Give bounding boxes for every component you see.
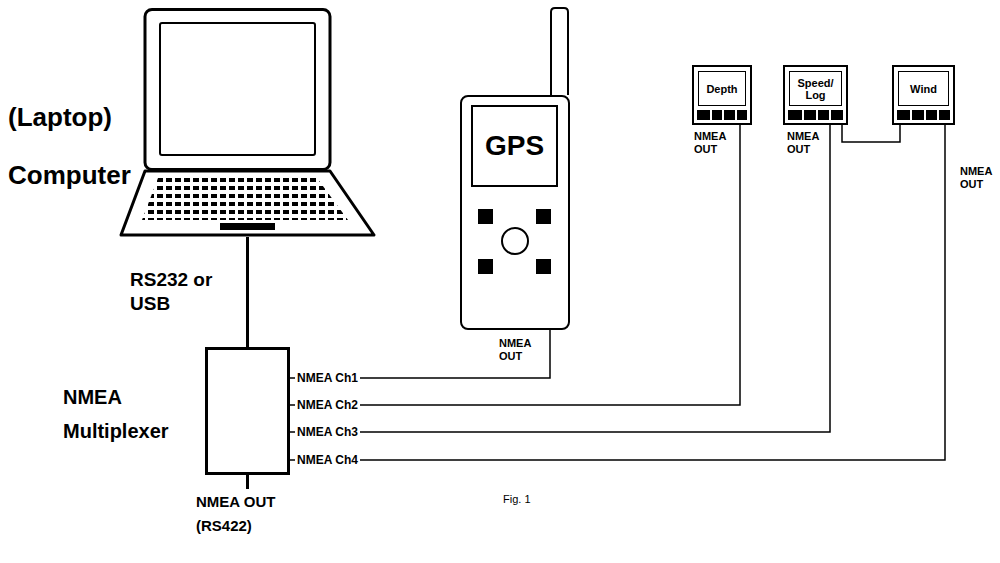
device-name: (Laptop) Computer: [8, 88, 148, 204]
gps-button: [478, 209, 493, 224]
wind-instrument: WindNMEA OUT: [892, 65, 955, 125]
laptop-computer: (Laptop) Computer: [120, 8, 375, 237]
gps-button: [536, 259, 551, 274]
screen-text: GPS: [485, 130, 544, 162]
laptop-screen: [160, 23, 315, 155]
button-divider: [710, 110, 712, 120]
channel-label: NMEA Ch1: [295, 371, 360, 385]
laptop-drawing: [120, 8, 375, 237]
screen-text: Wind: [910, 83, 937, 95]
button-divider: [735, 110, 737, 120]
rs422-wire: [246, 475, 249, 489]
button-strip: [788, 110, 843, 120]
button-divider: [829, 110, 831, 120]
laptop-lid: [145, 10, 330, 170]
interface-label: RS232 or USB: [130, 268, 242, 316]
button-strip: [897, 110, 950, 120]
display-screen: Wind: [898, 71, 949, 106]
port-label: NMEA OUT: [960, 165, 998, 191]
nmea-cable: [290, 125, 945, 460]
laptop-base: [121, 171, 374, 235]
button-strip: [697, 110, 747, 120]
device-name: NMEA Multiplexer: [63, 380, 193, 448]
channel-label: NMEA Ch3: [295, 425, 360, 439]
gps-unit: GPSNMEA OUT: [460, 95, 570, 330]
multiplexer-box: NMEA Multiplexer: [205, 347, 290, 475]
gps-antenna: [551, 8, 568, 95]
screen-text: Speed/ Log: [794, 77, 838, 101]
button-divider: [910, 110, 912, 120]
port-label: NMEA OUT: [694, 130, 734, 156]
gps-button: [536, 209, 551, 224]
button-divider: [937, 110, 939, 120]
display-screen: GPS: [471, 105, 558, 187]
laptop-keyboard: [142, 178, 348, 220]
button-divider: [924, 110, 926, 120]
display-screen: Speed/ Log: [789, 71, 842, 106]
button-divider: [722, 110, 724, 120]
figure-number: Fig. 1: [503, 493, 563, 506]
button-divider: [802, 110, 804, 120]
nmea-cable: [246, 237, 249, 347]
display-screen: Depth: [698, 71, 746, 106]
screen-text: Depth: [706, 83, 737, 95]
channel-label: NMEA Ch4: [295, 453, 360, 467]
nmea-cable: [842, 125, 900, 142]
gps-dial: [502, 228, 528, 254]
button-divider: [816, 110, 818, 120]
channel-label: NMEA Ch2: [295, 398, 360, 412]
depth-instrument: DepthNMEA OUT: [692, 65, 752, 125]
port-label: NMEA OUT: [499, 337, 539, 363]
output-port-label: NMEA OUT (RS422): [196, 490, 291, 538]
gps-button: [478, 259, 493, 274]
port-label: NMEA OUT: [787, 130, 827, 156]
laptop-spacebar: [220, 223, 275, 230]
speed-log-instrument: Speed/ LogNMEA OUT: [783, 65, 848, 125]
